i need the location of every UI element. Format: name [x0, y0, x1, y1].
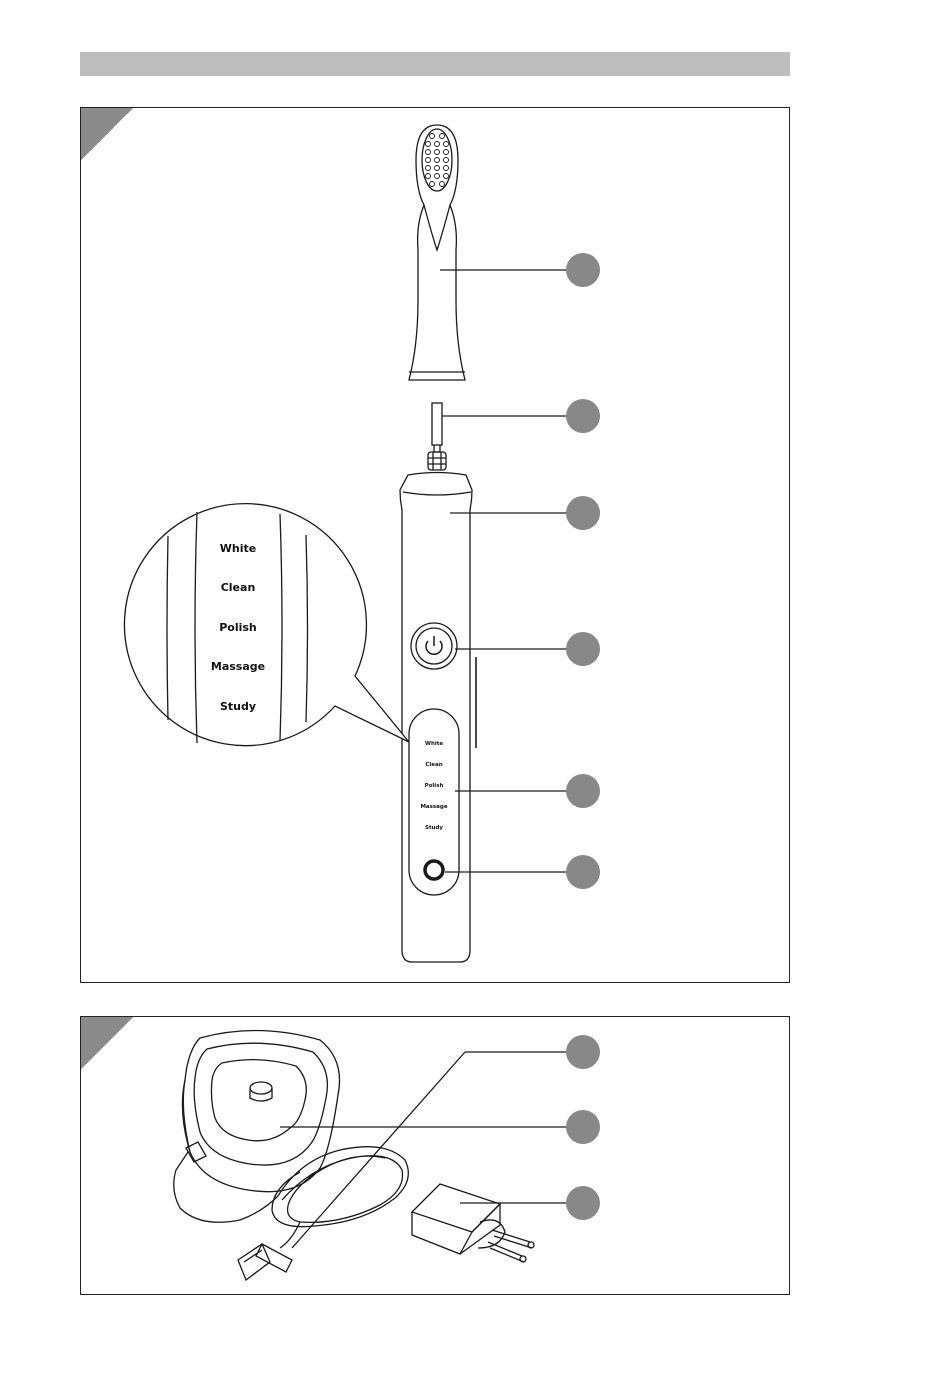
- handle-mode-study: Study: [425, 825, 443, 831]
- power-icon: [426, 636, 442, 654]
- magnifier-mode-white: White: [220, 542, 256, 555]
- callout-markers-b: [566, 1035, 600, 1220]
- mode-panel: [409, 709, 459, 895]
- callout-marker: [566, 253, 600, 287]
- ring-button-icon: [425, 861, 443, 879]
- callout-lines-b: [280, 1052, 567, 1248]
- handle-mode-massage: Massage: [420, 804, 447, 810]
- callout-marker: [566, 632, 600, 666]
- callout-marker: [566, 1110, 600, 1144]
- handle-mode-white: White: [425, 741, 443, 747]
- callout-marker: [566, 496, 600, 530]
- handle-mode-clean: Clean: [425, 762, 442, 768]
- magnifier-mode-massage: Massage: [211, 660, 265, 673]
- callout-marker: [566, 855, 600, 889]
- handle-mode-labels: White Clean Polish Massage Study: [420, 741, 447, 831]
- brush-head: [409, 125, 465, 380]
- power-adapter: [412, 1184, 534, 1262]
- callout-marker: [566, 1035, 600, 1069]
- magnifier-mode-clean: Clean: [221, 581, 256, 594]
- magnifier-bubble: [124, 504, 409, 746]
- callout-marker: [566, 1186, 600, 1220]
- callout-markers-a: [566, 253, 600, 889]
- usb-plug: [238, 1244, 292, 1280]
- callout-marker: [566, 399, 600, 433]
- magnifier-mode-polish: Polish: [219, 621, 257, 634]
- bristle-pattern: [426, 134, 449, 187]
- magnifier-mode-study: Study: [220, 700, 256, 713]
- handle-mode-polish: Polish: [425, 783, 444, 789]
- callout-marker: [566, 774, 600, 808]
- handle: [400, 473, 476, 963]
- drive-shaft: [428, 403, 446, 470]
